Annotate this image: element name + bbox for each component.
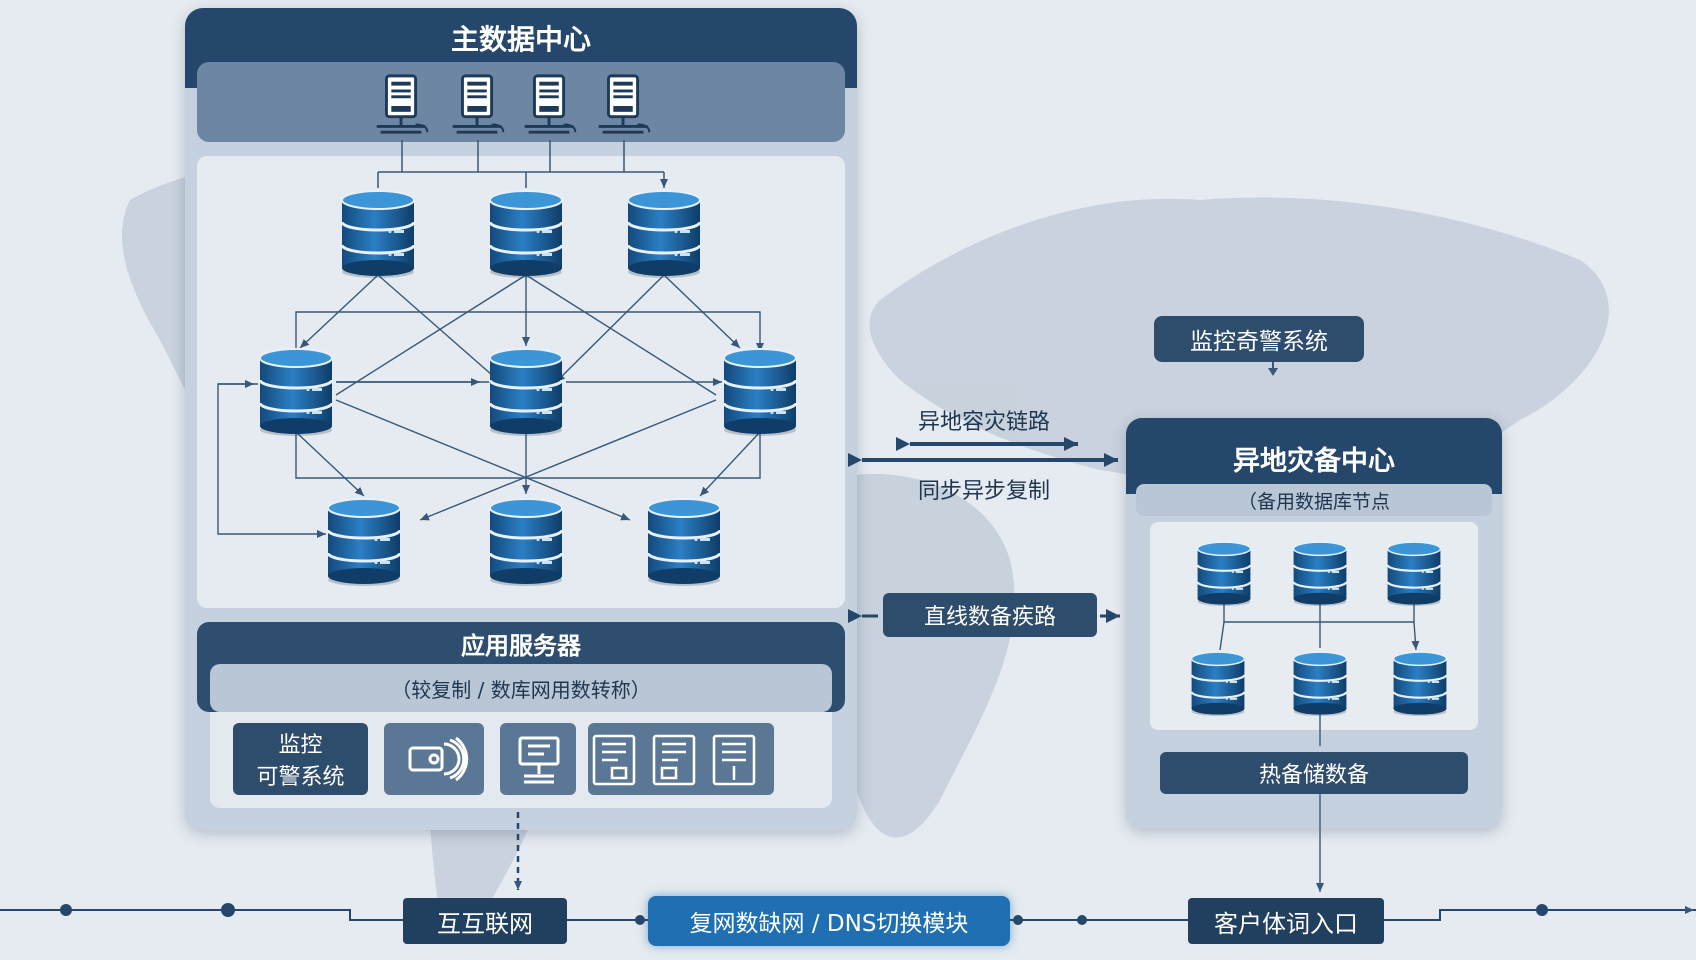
database-icon (1292, 541, 1348, 606)
bottom-network-line (0, 909, 1696, 921)
monitor-label-line1: 监控 (278, 733, 323, 758)
workstation-icon (375, 74, 429, 134)
database-icon (1386, 541, 1442, 606)
dr-center-header (1126, 418, 1502, 494)
database-icon (488, 189, 564, 278)
dr-link-arrows (848, 437, 1120, 623)
server-rack-icon (712, 734, 756, 786)
dr-center-subtitle-bar (1136, 484, 1492, 516)
database-icon (722, 347, 798, 436)
africa-shape (821, 473, 1015, 838)
database-icon (1392, 651, 1448, 716)
monitor-alert-system-box[interactable]: 监控 可警系统 (233, 723, 368, 795)
database-icon (1196, 541, 1252, 606)
dr-link-bottom-label: 同步异步复制 (918, 479, 1051, 504)
primary-dc-title: 主数据中心 (450, 23, 591, 56)
cluster-connections (217, 274, 764, 538)
primary-database-nodes (258, 189, 798, 586)
workstation-icon (523, 74, 577, 134)
app-server-title: 应用服务器 (461, 631, 581, 660)
router-icon (408, 736, 469, 782)
workstation-icon (451, 74, 505, 134)
dedicated-line-box: 直线数备疾路 (883, 593, 1097, 637)
dr-center-title: 异地灾备中心 (1233, 445, 1395, 477)
workstation-icons (375, 74, 651, 134)
hot-standby-bar: 热备储数备 (1160, 752, 1468, 794)
database-icon (626, 189, 702, 278)
database-icon (1190, 651, 1246, 716)
database-icon (340, 189, 416, 278)
monitor-label-line2: 可警系统 (256, 765, 345, 790)
dr-link-top-label: 异地容灾链路 (918, 410, 1051, 435)
database-icon (258, 347, 334, 436)
database-icon (326, 497, 402, 586)
internet-box[interactable]: 互互联网 (403, 898, 567, 944)
client-access-box[interactable]: 客户体词入口 (1188, 898, 1384, 944)
app-device-icons (384, 723, 774, 795)
dns-switch-box[interactable]: 复网数缺网 / DNS切换模块 (648, 896, 1010, 946)
server-rack-icon (592, 734, 636, 786)
database-icon (646, 497, 722, 586)
server-rack-icon (652, 734, 696, 786)
workstation-strip (197, 62, 845, 142)
monitor-alert-label[interactable]: 监控奇警系统 (1154, 316, 1364, 362)
app-server-subtitle-bar (210, 664, 832, 712)
router-box (384, 723, 484, 795)
database-icon (488, 497, 564, 586)
workstation-icon (597, 74, 651, 134)
dr-database-nodes (1190, 541, 1448, 716)
terminal-box (500, 723, 576, 795)
terminal-icon (518, 736, 560, 784)
dr-center-subtitle: （备用数据库节点 (1237, 490, 1390, 513)
database-icon (488, 347, 564, 436)
database-icon (1292, 651, 1348, 716)
app-server-subtitle: （较复制 / 数库网用数转称） (391, 677, 651, 702)
